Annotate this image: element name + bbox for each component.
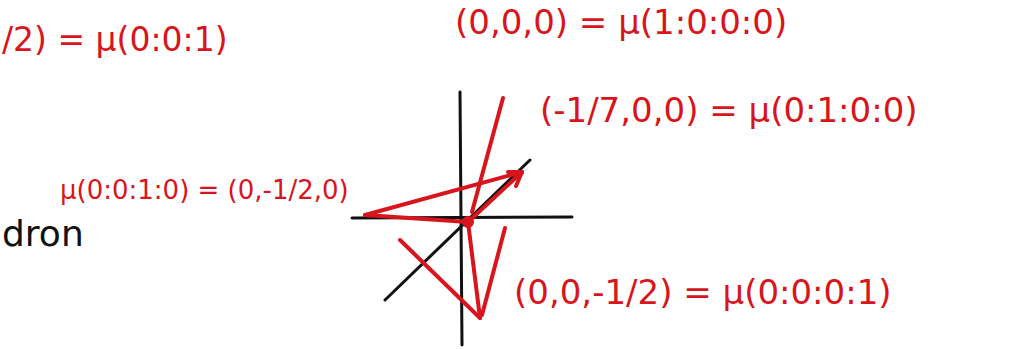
coordinate-note: /2) = μ(0:0:1) (2, 22, 228, 58)
vertex-label: μ(0:0:1:0) = (0,-1/2,0) (58, 176, 351, 205)
tetra-edge (482, 228, 505, 315)
tetra-edge (472, 98, 503, 212)
tetrahedron (365, 98, 522, 318)
vertex-label: (-1/7,0,0) = μ(0:1:0:0) (540, 92, 918, 129)
tetra-edge (400, 240, 480, 318)
tetra-edge (468, 222, 480, 318)
arrow-head (508, 172, 522, 186)
word-fragment: dron (2, 214, 84, 254)
origin-dot (464, 218, 472, 226)
depth-axis (385, 160, 530, 300)
vertex-label: (0,0,-1/2) = μ(0:0:0:1) (512, 274, 894, 311)
vertex-label: (0,0,0) = μ(1:0:0:0) (455, 4, 787, 41)
tetra-edge (365, 215, 468, 222)
